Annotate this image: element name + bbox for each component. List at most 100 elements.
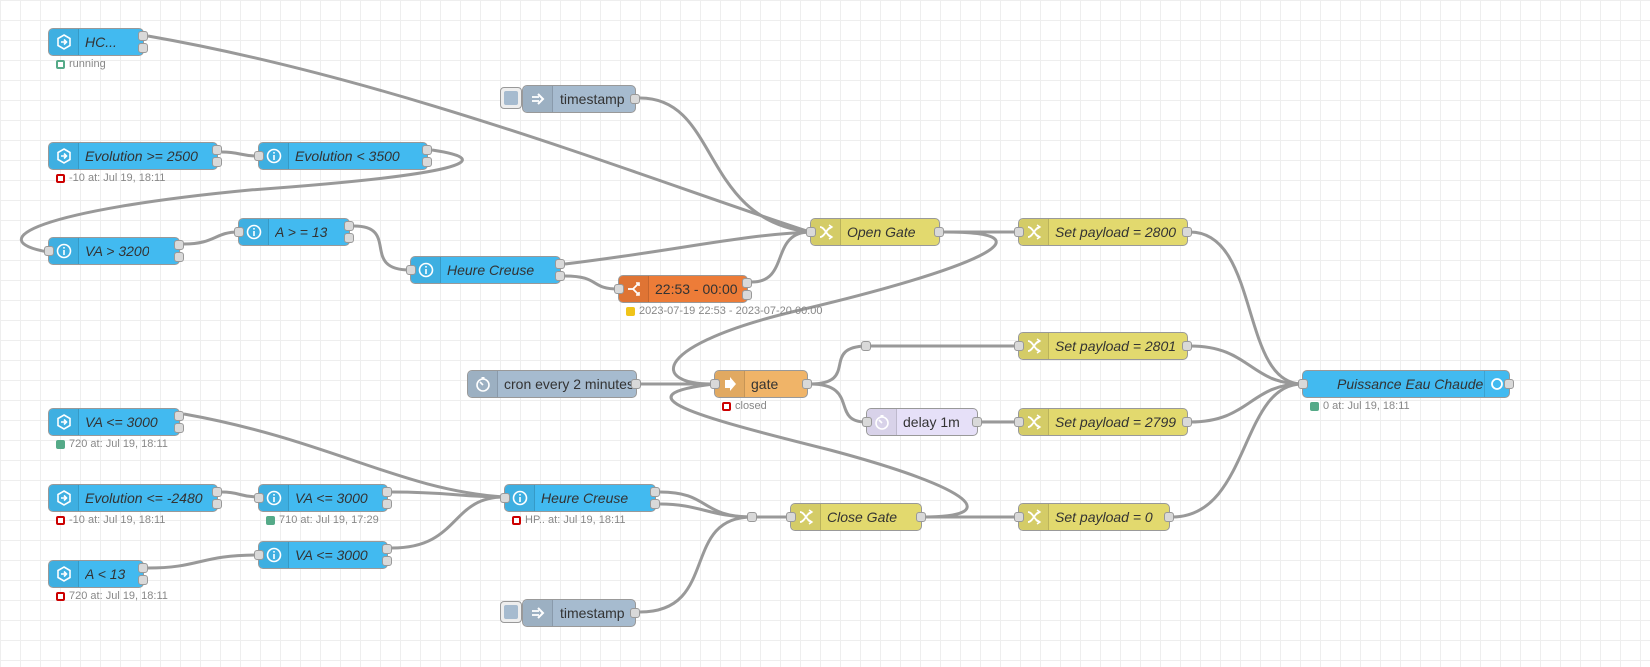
output-port[interactable] — [1182, 417, 1192, 427]
output-port[interactable] — [650, 487, 660, 497]
input-port[interactable] — [406, 265, 416, 275]
node-status: 720 at: Jul 19, 18:11 — [56, 438, 168, 450]
output-port[interactable] — [631, 379, 641, 389]
output-port[interactable] — [344, 221, 354, 231]
input-port[interactable] — [786, 512, 796, 522]
input-port[interactable] — [862, 417, 872, 427]
mqtt-in-node-evolution-2500[interactable]: Evolution >= 2500 — [48, 142, 222, 170]
mqtt-in-node-va-3000[interactable]: VA <= 3000 — [48, 408, 184, 436]
input-port[interactable] — [1014, 341, 1024, 351]
output-port[interactable] — [972, 417, 982, 427]
input-port[interactable] — [254, 493, 264, 503]
gate-node[interactable]: gate — [710, 370, 812, 398]
cron-node[interactable]: cron every 2 minutes — [467, 370, 641, 398]
output-port[interactable] — [212, 487, 222, 497]
input-port[interactable] — [710, 379, 720, 389]
inject-button[interactable] — [500, 87, 522, 109]
input-port[interactable] — [254, 550, 264, 560]
output-port[interactable] — [174, 423, 184, 433]
output-port[interactable] — [174, 252, 184, 262]
input-port[interactable] — [1014, 417, 1024, 427]
output-port[interactable] — [382, 544, 392, 554]
node-label: cron every 2 minutes — [504, 376, 634, 392]
inject-node-timestamp[interactable]: timestamp — [522, 85, 640, 113]
switch-node-a-13[interactable]: A > = 13 — [234, 218, 354, 246]
output-port[interactable] — [1182, 341, 1192, 351]
input-port[interactable] — [44, 246, 54, 256]
change-node-open-gate[interactable]: Open Gate — [806, 218, 944, 246]
info-icon — [411, 257, 441, 283]
mqtt-in-node-evolution-2480[interactable]: Evolution <= -2480 — [48, 484, 222, 512]
status-indicator — [626, 306, 635, 316]
mqtt-out-node-puissance[interactable]: Puissance Eau Chaude — [1298, 370, 1514, 398]
node-label: Set payload = 2799 — [1055, 414, 1177, 430]
inject-node-timestamp-bottom[interactable]: timestamp — [522, 599, 640, 627]
switch-node-va-3000-c[interactable]: VA <= 3000 — [254, 541, 392, 569]
output-port[interactable] — [344, 233, 354, 243]
output-port[interactable] — [1182, 227, 1192, 237]
change-node-set-payload-2800[interactable]: Set payload = 2800 — [1014, 218, 1192, 246]
switch-node-heure-creuse-bottom[interactable]: Heure Creuse — [500, 484, 660, 512]
output-port[interactable] — [382, 487, 392, 497]
input-port[interactable] — [254, 151, 264, 161]
switch-node-heure-creuse[interactable]: Heure Creuse — [406, 256, 565, 284]
output-port[interactable] — [174, 240, 184, 250]
change-node-set-payload-2801[interactable]: Set payload = 2801 — [1014, 332, 1192, 360]
output-port[interactable] — [650, 499, 660, 509]
info-icon — [49, 238, 79, 264]
output-port[interactable] — [555, 271, 565, 281]
wire — [672, 230, 998, 386]
output-port[interactable] — [212, 157, 222, 167]
time-range-node[interactable]: 22:53 - 00:00 — [614, 275, 752, 303]
input-port[interactable] — [234, 227, 244, 237]
mqtt-in-node-a-lt-13[interactable]: A < 13 — [48, 560, 148, 588]
output-port[interactable] — [742, 278, 752, 288]
wire — [391, 495, 505, 550]
output-port[interactable] — [138, 43, 148, 53]
output-port[interactable] — [212, 499, 222, 509]
status-indicator — [56, 439, 65, 449]
input-port[interactable] — [806, 227, 816, 237]
node-label: Set payload = 2801 — [1055, 338, 1177, 354]
output-port[interactable] — [742, 290, 752, 300]
output-port[interactable] — [630, 94, 640, 104]
mqtt-icon — [49, 143, 79, 169]
input-port[interactable] — [1014, 512, 1024, 522]
switch-node-va-3200[interactable]: VA > 3200 — [44, 237, 184, 265]
output-port[interactable] — [630, 608, 640, 618]
output-port[interactable] — [1164, 512, 1174, 522]
output-port[interactable] — [916, 512, 926, 522]
change-node-set-payload-2799[interactable]: Set payload = 2799 — [1014, 408, 1192, 436]
output-port[interactable] — [422, 157, 432, 167]
input-port[interactable] — [500, 493, 510, 503]
switch-node-va-3000[interactable]: VA <= 3000 — [254, 484, 392, 512]
change-node-close-gate[interactable]: Close Gate — [786, 503, 926, 531]
output-port[interactable] — [1504, 379, 1514, 389]
output-port[interactable] — [382, 556, 392, 566]
switch-node-evolution-3500[interactable]: Evolution < 3500 — [254, 142, 432, 170]
output-port[interactable] — [555, 259, 565, 269]
input-port[interactable] — [614, 284, 624, 294]
output-port[interactable] — [174, 411, 184, 421]
input-port[interactable] — [1298, 379, 1308, 389]
output-port[interactable] — [422, 145, 432, 155]
output-port[interactable] — [138, 31, 148, 41]
junction-port[interactable] — [747, 512, 757, 522]
delay-node[interactable]: delay 1m — [862, 408, 982, 436]
output-port[interactable] — [934, 227, 944, 237]
change-node-set-payload-0[interactable]: Set payload = 0 — [1014, 503, 1174, 531]
input-port[interactable] — [1014, 227, 1024, 237]
mqtt-in-node-hc[interactable]: HC... — [48, 28, 148, 56]
output-port[interactable] — [382, 499, 392, 509]
output-port[interactable] — [802, 379, 812, 389]
link-port[interactable] — [861, 341, 871, 351]
node-label: Open Gate — [847, 224, 916, 240]
mqtt-icon — [49, 409, 79, 435]
output-port[interactable] — [138, 563, 148, 573]
wire — [639, 96, 811, 234]
output-port[interactable] — [138, 575, 148, 585]
node-label: VA <= 3000 — [295, 547, 368, 563]
inject-button[interactable] — [500, 601, 522, 623]
output-port[interactable] — [212, 145, 222, 155]
timer-icon — [468, 371, 498, 397]
